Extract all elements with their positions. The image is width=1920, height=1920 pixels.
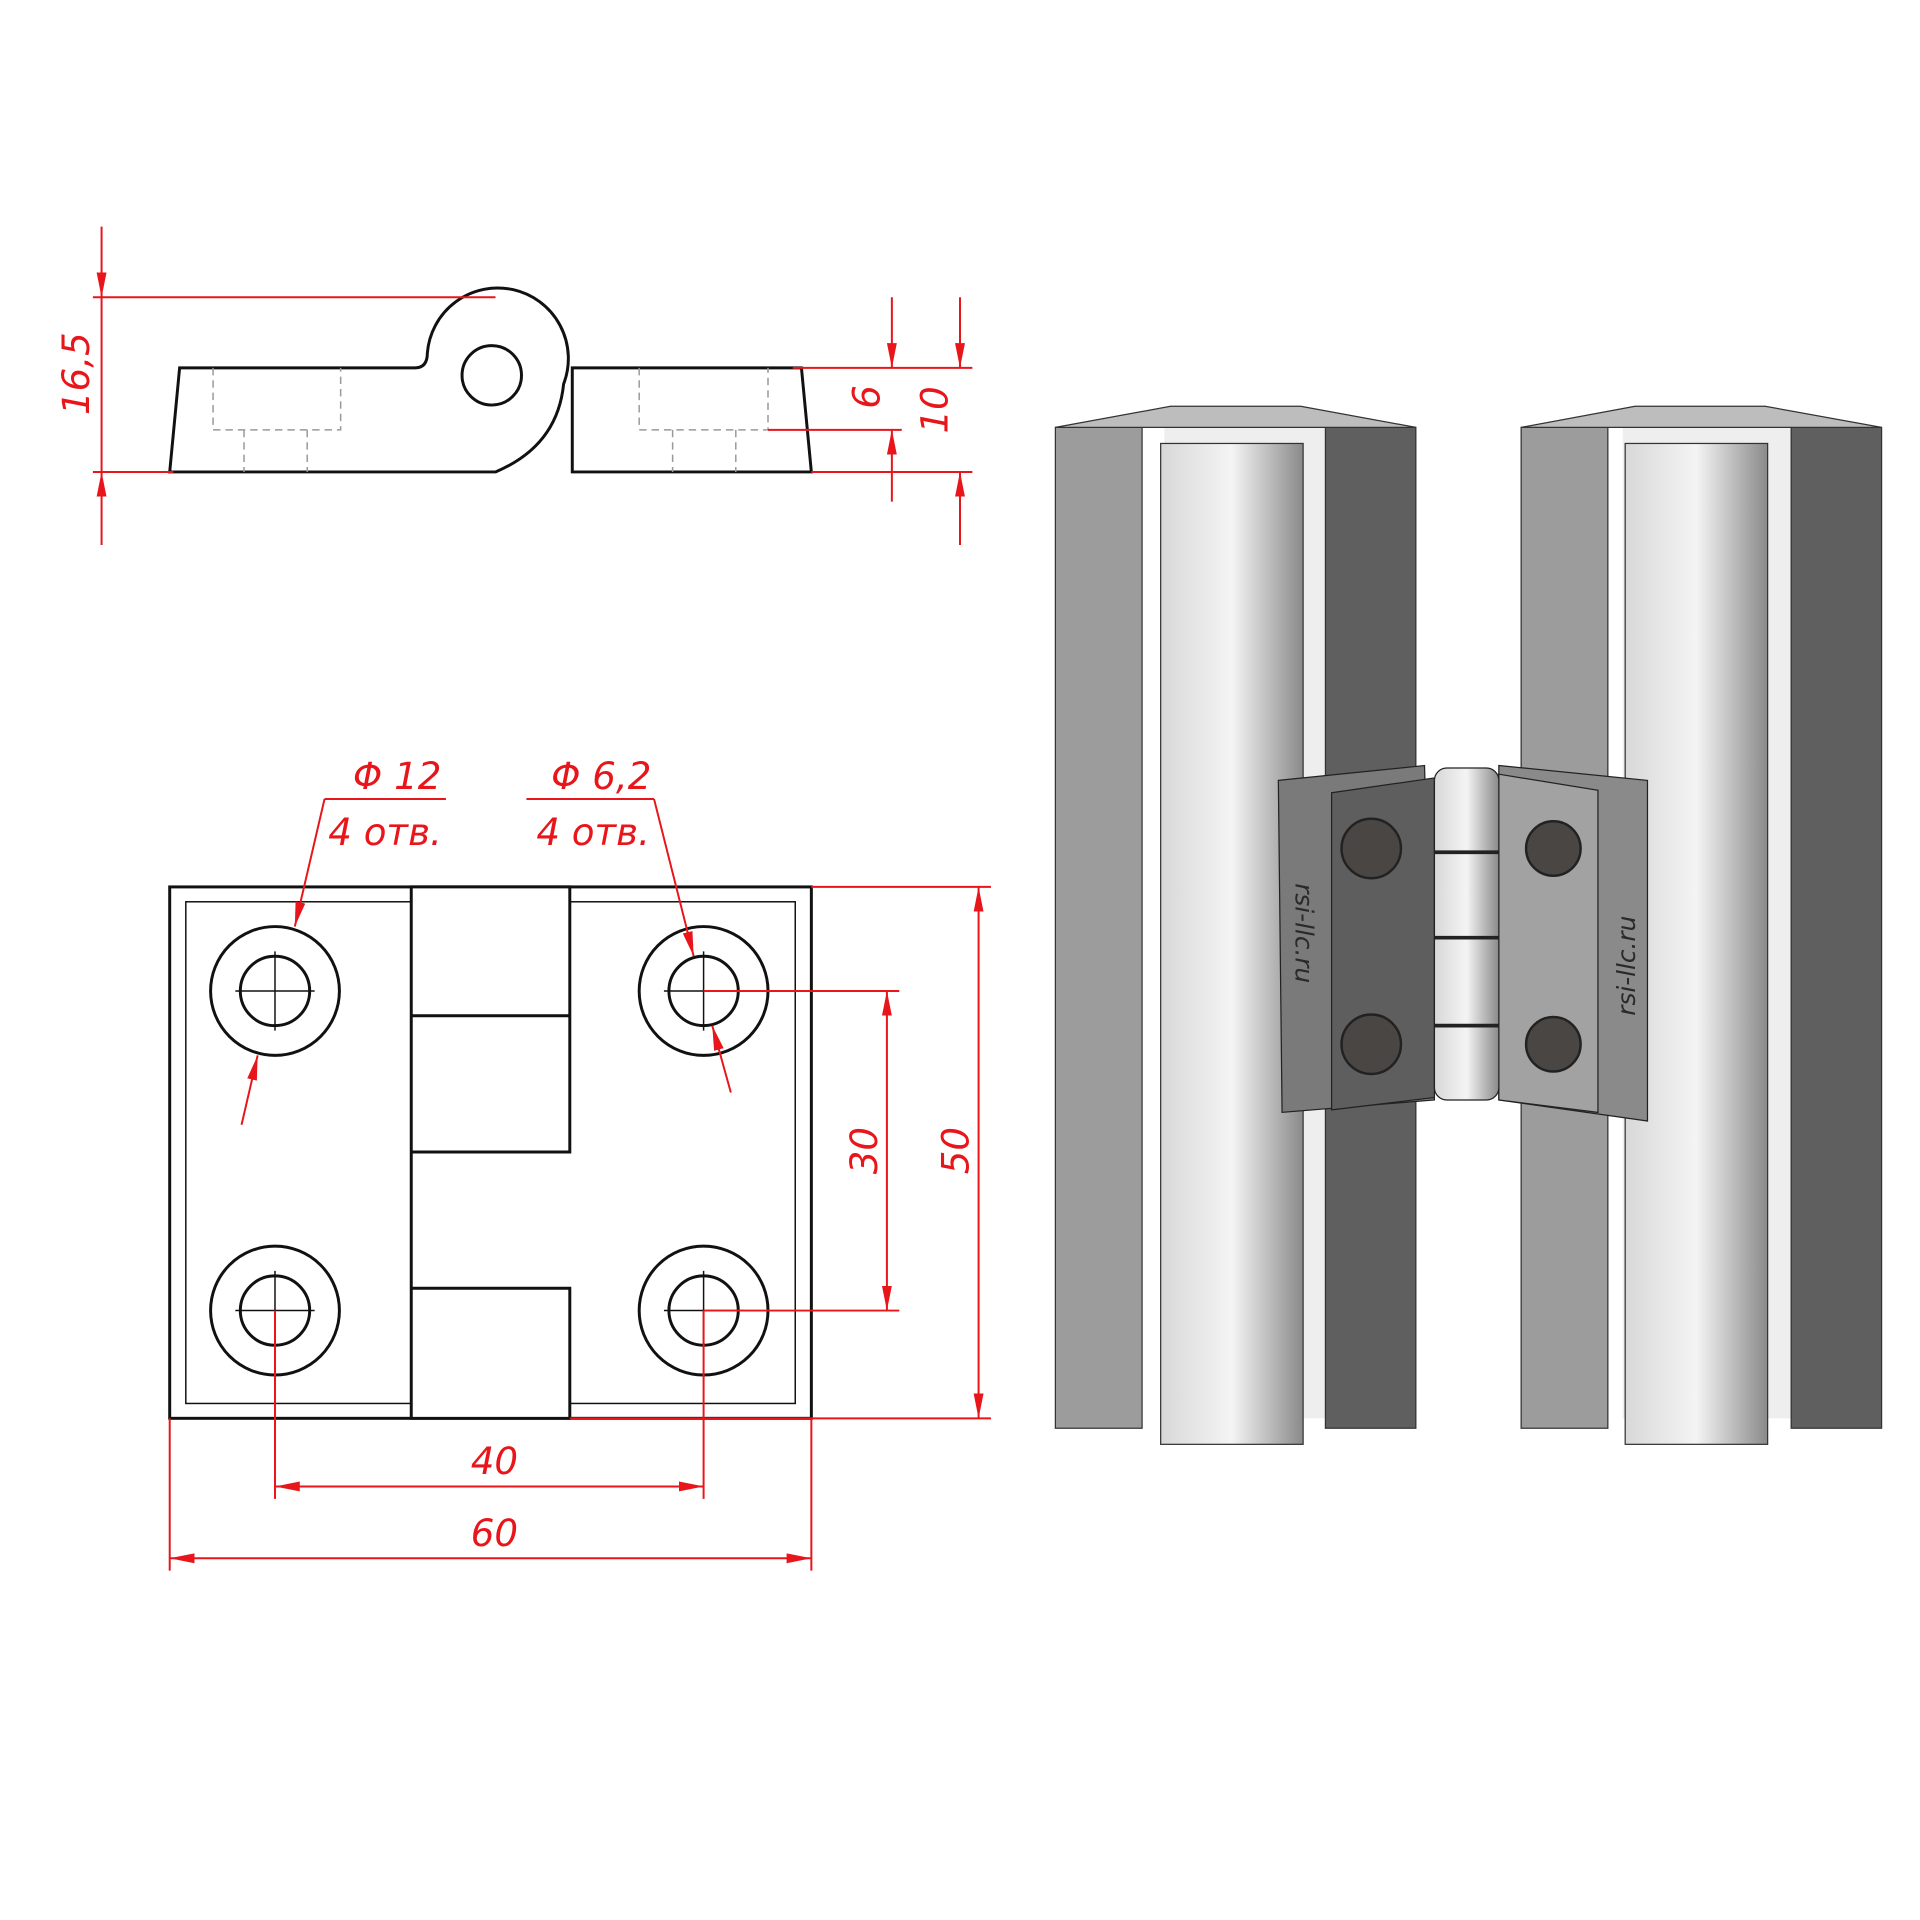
dim-height: 50 [935,1127,978,1174]
dim-hole-depth: 6 [845,385,888,409]
dim-plate-thickness: 10 [914,386,957,433]
side-view: 16,5 6 10 [55,226,973,546]
dim-hole-spacing-vertical: 30 [843,1127,886,1174]
hole-count: 4 отв. [536,811,650,854]
dim-height-total: 16,5 [55,332,98,415]
top-view: Φ 12 4 отв. Φ 6,2 4 отв. 30 50 40 60 [168,755,991,1571]
counterbore-count: 4 отв. [328,811,442,854]
dim-hole-spacing-horizontal: 40 [471,1440,518,1483]
render-3d: rsi-llc.ru rsi-llc.ru [1054,405,1883,1445]
dim-width: 60 [471,1512,518,1555]
brand-left: rsi-llc.ru [1290,883,1319,983]
brand-right: rsi-llc.ru [1612,916,1641,1016]
hinge-render: rsi-llc.ru rsi-llc.ru [1277,764,1649,1122]
counterbore-diameter: Φ 12 [353,755,441,798]
hole-diameter: Φ 6,2 [551,755,651,798]
